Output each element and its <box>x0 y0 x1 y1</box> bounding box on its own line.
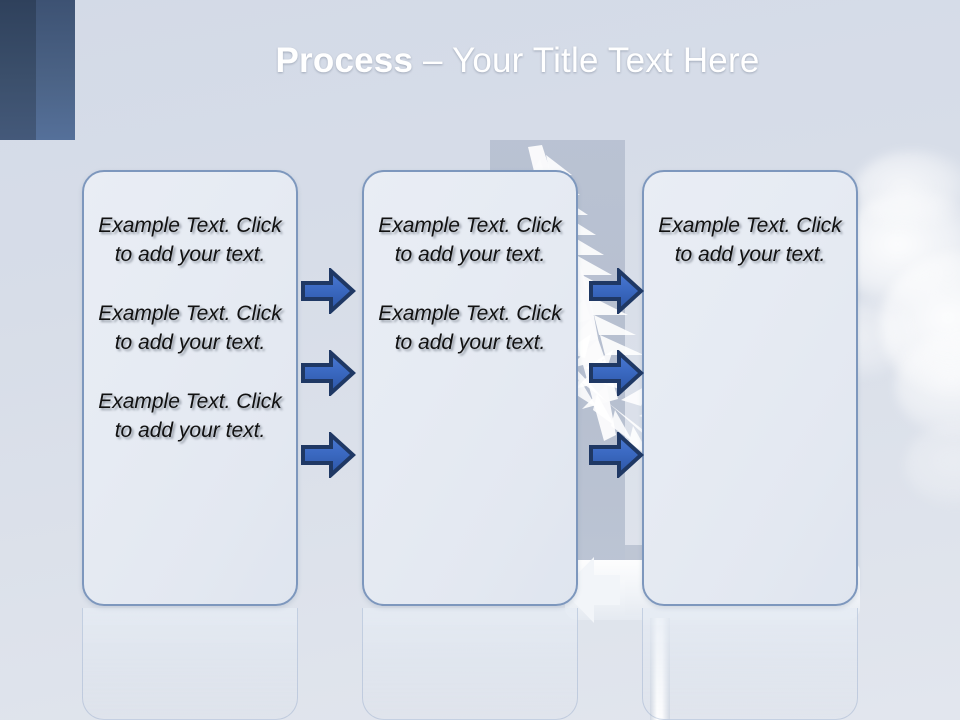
right-arrow-icon[interactable] <box>588 350 644 396</box>
process-text-block[interactable]: Example Text. Click to add your text. <box>98 214 282 266</box>
process-box-reflection <box>642 608 858 720</box>
process-text-block[interactable]: Example Text. Click to add your text. <box>378 214 562 266</box>
page-title-strong: Process <box>275 41 414 80</box>
header-accent-band-dark <box>0 0 36 140</box>
process-text-block[interactable]: Example Text. Click to add your text. <box>658 214 842 266</box>
page-title-rest: – Your Title Text Here <box>413 41 760 80</box>
left-arrow-sign-icon <box>562 557 620 623</box>
process-box-reflection <box>362 608 578 720</box>
right-arrow-icon[interactable] <box>300 432 356 478</box>
process-box-1[interactable]: Example Text. Click to add your text. Ex… <box>82 170 298 606</box>
right-arrow-icon[interactable] <box>300 350 356 396</box>
right-arrow-icon[interactable] <box>300 268 356 314</box>
process-box-reflection <box>82 608 298 720</box>
process-text-block[interactable]: Example Text. Click to add your text. <box>98 389 282 442</box>
cloud-shape <box>855 150 960 230</box>
right-arrow-icon[interactable] <box>588 268 644 314</box>
right-arrow-icon[interactable] <box>588 432 644 478</box>
header-accent-band-mid <box>36 0 75 140</box>
cloud-shape <box>905 420 960 510</box>
process-text-block[interactable]: Example Text. Click to add your text. <box>98 301 282 354</box>
page-title: Process – Your Title Text Here <box>75 0 960 140</box>
slide-header: Process – Your Title Text Here <box>0 0 960 140</box>
process-text-block[interactable]: Example Text. Click to add your text. <box>378 301 562 354</box>
process-box-3[interactable]: Example Text. Click to add your text. <box>642 170 858 606</box>
process-box-2[interactable]: Example Text. Click to add your text. Ex… <box>362 170 578 606</box>
